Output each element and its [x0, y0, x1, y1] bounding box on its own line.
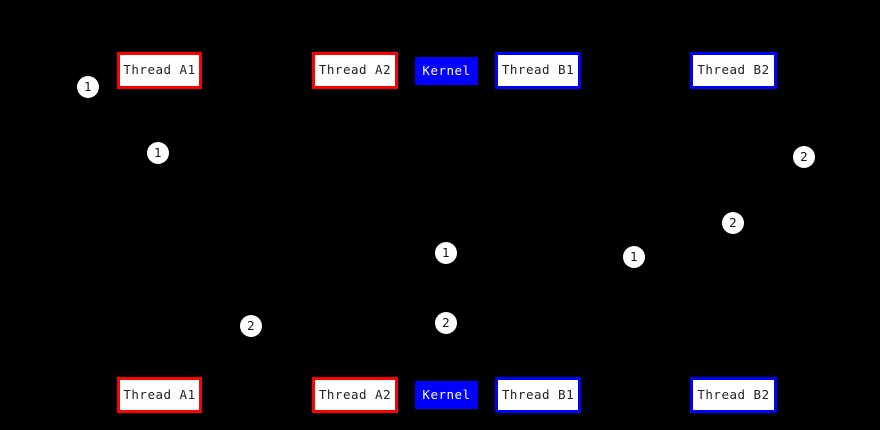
- participant-label: Thread B2: [697, 62, 770, 78]
- participant-label: Thread A1: [123, 62, 196, 78]
- participant-thread-b1-top[interactable]: Thread B1: [495, 52, 581, 89]
- participant-thread-a2-top[interactable]: Thread A2: [312, 52, 398, 89]
- participant-label: Thread A1: [123, 386, 196, 402]
- step-number: 2: [800, 150, 808, 164]
- step-number: 1: [442, 246, 450, 260]
- participant-thread-a2-bottom[interactable]: Thread A2: [312, 377, 398, 413]
- step-marker-1: 1: [435, 242, 457, 264]
- participant-label: Kernel: [422, 62, 471, 78]
- step-marker-2: 2: [722, 212, 744, 234]
- participant-thread-b2-top[interactable]: Thread B2: [690, 52, 777, 89]
- step-number: 2: [442, 316, 450, 330]
- participant-label: Thread B1: [501, 386, 575, 402]
- step-marker-1: 1: [147, 142, 169, 164]
- lifeline: [538, 89, 539, 377]
- step-number: 2: [729, 216, 737, 230]
- lifeline: [159, 89, 160, 377]
- participant-label: Thread A2: [318, 386, 392, 402]
- step-number: 1: [84, 80, 92, 94]
- step-number: 1: [630, 250, 638, 264]
- participant-thread-a1-top[interactable]: Thread A1: [117, 52, 202, 89]
- lifeline: [355, 89, 356, 377]
- participant-kernel-top[interactable]: Kernel: [415, 57, 478, 85]
- participant-kernel-bottom[interactable]: Kernel: [415, 381, 478, 409]
- step-marker-1: 1: [77, 76, 99, 98]
- participant-label: Thread B1: [501, 62, 575, 78]
- participant-thread-b1-bottom[interactable]: Thread B1: [495, 377, 581, 413]
- step-number: 2: [247, 319, 255, 333]
- participant-label: Kernel: [422, 386, 471, 402]
- step-marker-2: 2: [435, 312, 457, 334]
- participant-thread-a1-bottom[interactable]: Thread A1: [117, 377, 202, 413]
- step-marker-2: 2: [793, 146, 815, 168]
- step-number: 1: [154, 146, 162, 160]
- step-marker-1: 1: [623, 246, 645, 268]
- participant-thread-b2-bottom[interactable]: Thread B2: [690, 377, 777, 413]
- participant-label: Thread B2: [697, 386, 770, 402]
- lifeline: [446, 85, 447, 381]
- step-marker-2: 2: [240, 315, 262, 337]
- participant-label: Thread A2: [318, 62, 392, 78]
